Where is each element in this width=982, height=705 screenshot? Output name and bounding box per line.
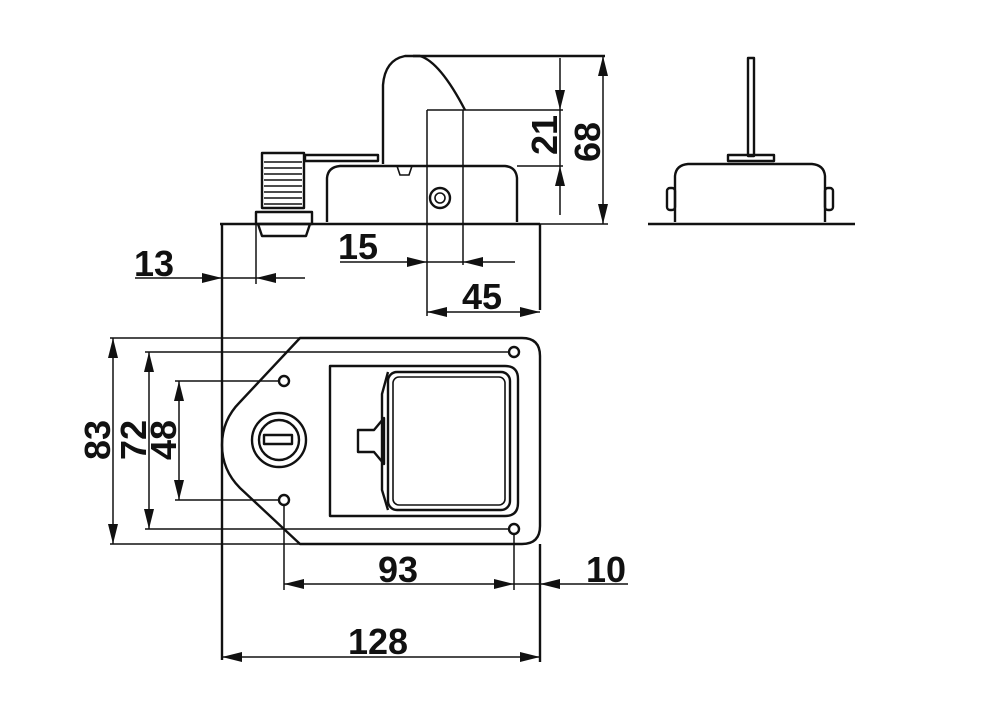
top-flange-outline	[220, 336, 542, 546]
dim-arrow-83-top	[108, 338, 118, 358]
dim-label-83: 83	[77, 420, 118, 460]
top-paddle-inner	[392, 376, 506, 506]
top-paddle-outer	[386, 370, 512, 512]
mounting-hole-bottom-right	[507, 522, 521, 536]
dim-arrow-15-right	[463, 257, 483, 267]
mounting-hole-bottom-left	[277, 493, 291, 507]
top-lock-keyway	[262, 433, 294, 446]
dim-arrow-128-right	[520, 652, 540, 662]
dim-arrow-72-bottom	[144, 509, 154, 529]
end-handle-blade	[746, 56, 756, 158]
lock-nut	[254, 210, 314, 226]
dim-arrow-45-right	[520, 307, 540, 317]
dim-label-72: 72	[113, 420, 154, 460]
dim-label-48: 48	[143, 420, 184, 460]
end-pin-left	[665, 186, 677, 212]
lock-face	[256, 223, 312, 238]
dim-label-15: 15	[338, 226, 378, 267]
dim-label-13: 13	[134, 243, 174, 284]
dim-arrow-48-bottom	[174, 480, 184, 500]
dim-arrow-72-top	[144, 352, 154, 372]
dim-arrow-93-left	[284, 579, 304, 589]
dim-label-21: 21	[524, 115, 565, 155]
top-lock-outer	[250, 411, 308, 469]
top-paddle-hinge	[356, 416, 386, 466]
side-lever	[303, 153, 380, 163]
side-housing	[325, 164, 519, 222]
end-pin-right	[823, 186, 835, 212]
top-pan	[328, 364, 520, 518]
dim-arrow-21-bottom	[555, 166, 565, 186]
dim-label-93: 93	[378, 549, 418, 590]
dimension-lines	[108, 56, 628, 662]
dim-arrow-48-top	[174, 381, 184, 401]
dim-arrow-13-left	[202, 273, 222, 283]
dim-arrow-68-top	[598, 56, 608, 76]
mounting-hole-top-left	[277, 374, 291, 388]
dim-label-45: 45	[462, 276, 502, 317]
dim-arrow-93-right	[494, 579, 514, 589]
side-view	[220, 54, 608, 660]
pivot-pin-outer	[428, 186, 452, 210]
top-lock-ring	[257, 418, 301, 462]
mounting-hole-top-right	[507, 345, 521, 359]
dim-label-10: 10	[586, 549, 626, 590]
side-housing-notch	[396, 165, 413, 176]
end-view	[648, 56, 855, 226]
lock-cylinder	[260, 151, 306, 210]
dim-arrow-68-bottom	[598, 204, 608, 224]
end-housing	[673, 162, 827, 222]
end-handle-foot	[726, 153, 776, 163]
dim-arrow-45-left	[427, 307, 447, 317]
lock-cylinder-knurl	[264, 161, 302, 205]
dim-arrow-15-left	[407, 257, 427, 267]
top-view	[110, 336, 542, 662]
dim-arrow-13-right	[256, 273, 276, 283]
dim-label-68: 68	[567, 122, 608, 162]
dim-arrow-21-top	[555, 90, 565, 110]
dim-arrow-128-left	[222, 652, 242, 662]
dim-arrow-83-bottom	[108, 524, 118, 544]
dimension-labels: 13 15 45 21 68 83 72 48 93 10 128	[77, 115, 626, 662]
dim-arrow-10-right	[540, 579, 560, 589]
side-handle-body	[381, 54, 467, 164]
dim-label-128: 128	[348, 621, 408, 662]
pivot-pin-inner	[434, 192, 446, 204]
top-paddle-edge	[380, 371, 390, 511]
